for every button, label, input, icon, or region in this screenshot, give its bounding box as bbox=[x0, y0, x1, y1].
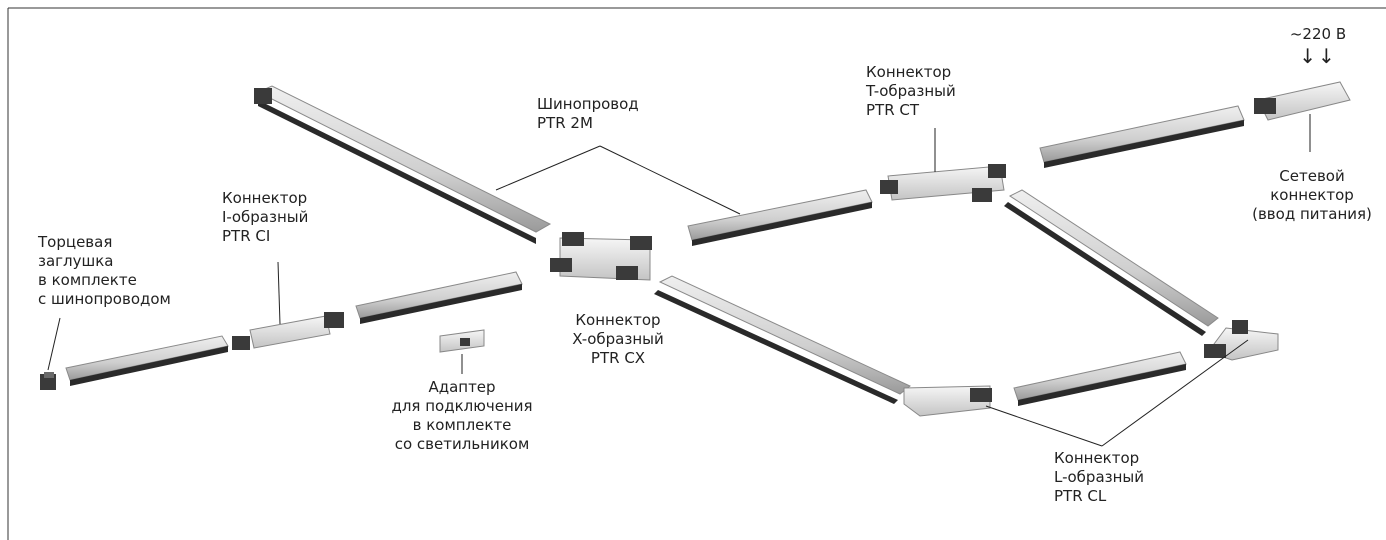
leader-end-cap bbox=[47, 317, 61, 371]
leader-l-bottom bbox=[985, 405, 1103, 447]
leader-track-left bbox=[495, 145, 601, 191]
end-cap bbox=[40, 372, 56, 390]
connector-l-right bbox=[1204, 320, 1279, 361]
leader-l-right bbox=[1101, 339, 1249, 447]
power-arrows-icon: ↓↓ bbox=[1299, 44, 1337, 68]
label-connector-l: Коннектор L-образный PTR CL bbox=[1054, 449, 1145, 505]
leader-lines bbox=[47, 114, 1311, 447]
rail-bottom-left-2 bbox=[355, 271, 523, 324]
leader-connector-i bbox=[277, 261, 281, 325]
rail-diagonal-right bbox=[1004, 189, 1219, 336]
label-track-2m: Шинопровод PTR 2M bbox=[537, 95, 639, 132]
rail-upper-right bbox=[1039, 105, 1245, 168]
connector-l-bottom bbox=[903, 385, 992, 417]
connector-t bbox=[880, 164, 1006, 202]
label-power: ~220 В bbox=[1289, 25, 1347, 43]
connector-i bbox=[232, 312, 344, 350]
rail-middle-center bbox=[687, 189, 873, 246]
network-connector bbox=[1254, 81, 1351, 121]
rail-diagonal-bottom bbox=[654, 275, 911, 404]
rail-bottom-right bbox=[1013, 351, 1187, 406]
label-connector-t: Коннектор T-образный PTR CT bbox=[866, 63, 956, 119]
connector-x bbox=[550, 232, 652, 281]
label-connector-i: Коннектор I-образный PTR CI bbox=[222, 189, 309, 245]
label-network-connector: Сетевой коннектор (ввод питания) bbox=[1252, 167, 1372, 223]
adapter bbox=[439, 329, 485, 353]
rail-bottom-left-1 bbox=[65, 335, 229, 386]
label-connector-x: Коннектор X-образный PTR CX bbox=[572, 311, 664, 367]
rail-diagonal-left bbox=[254, 85, 552, 244]
label-adapter: Адаптер для подключения в комплекте со с… bbox=[391, 378, 533, 453]
label-end-cap: Торцевая заглушка в комплекте с шинопров… bbox=[38, 233, 171, 308]
leader-track-right bbox=[599, 145, 741, 215]
